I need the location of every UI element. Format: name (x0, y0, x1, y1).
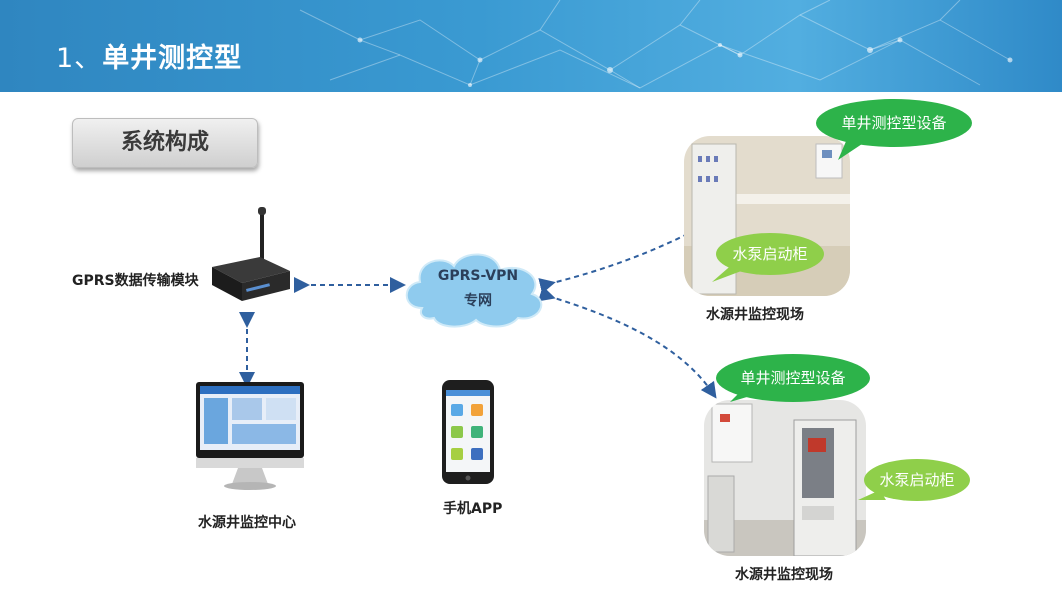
header-banner: 1、单井测控型 (0, 0, 1062, 92)
phone-icon (442, 380, 494, 484)
site-bottom-scene (704, 400, 866, 556)
cloud-icon (405, 253, 543, 328)
site-bottom-label: 水源井监控现场 (735, 567, 833, 583)
vpn-label-line2: 专网 (464, 293, 492, 309)
callout-top-device: 单井测控型设备 (816, 99, 972, 147)
vpn-label-line1: GPRS-VPN (437, 268, 519, 284)
monitor-center-label: 水源井监控中心 (198, 515, 296, 531)
mobile-app-label: 手机APP (443, 501, 503, 517)
system-composition-box: 系统构成 (72, 118, 258, 168)
title-number: 1、 (56, 43, 103, 74)
callout-bottom-cabinet: 水泵启动柜 (864, 459, 970, 501)
network-pattern-decoration (299, 0, 1013, 89)
site-top-label: 水源井监控现场 (706, 307, 804, 323)
title-text: 单井测控型 (102, 43, 243, 74)
router-icon (212, 207, 290, 301)
gprs-module-label: GPRS数据传输模块 (72, 273, 199, 289)
link-vpn-site-bottom (538, 286, 717, 399)
callout-bottom-device: 单井测控型设备 (716, 354, 870, 402)
callout-top-cabinet: 水泵启动柜 (716, 233, 824, 275)
page-title: 1、单井测控型 (56, 36, 242, 75)
site-photo-bottom (704, 400, 866, 556)
monitor-icon (196, 382, 304, 490)
